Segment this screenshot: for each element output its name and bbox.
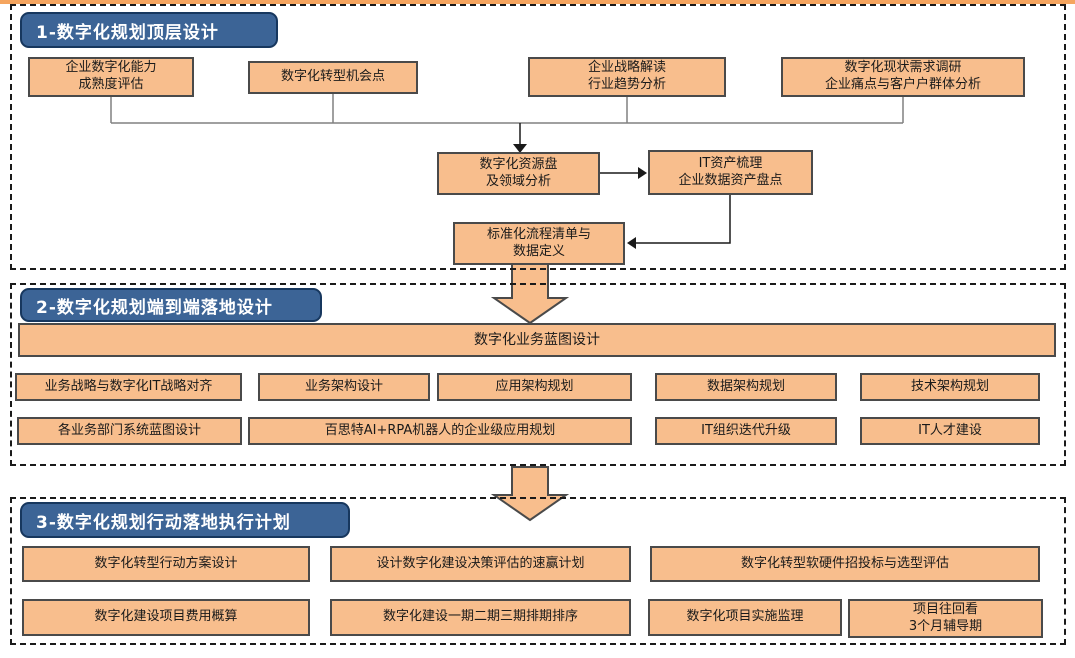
section-2-title: 2-数字化规划端到端落地设计 — [36, 297, 273, 318]
node-ai-rpa-enterprise-planning: 百思特AI+RPA机器人的企业级应用规划 — [248, 417, 632, 445]
node-implementation-supervision: 数字化项目实施监理 — [648, 599, 842, 636]
node-bidding-selection-evaluation: 数字化转型软硬件招投标与选型评估 — [650, 546, 1040, 582]
node-it-asset-review: IT资产梳理 企业数据资产盘点 — [648, 150, 813, 195]
banner-business-blueprint: 数字化业务蓝图设计 — [18, 323, 1056, 357]
section-1-title: 1-数字化规划顶层设计 — [36, 22, 219, 43]
down-block-arrow-2 — [490, 466, 570, 522]
section-2-title-badge: 2-数字化规划端到端落地设计 — [20, 288, 322, 322]
node-it-org-upgrade: IT组织迭代升级 — [655, 417, 837, 445]
section-3-panel — [10, 497, 1066, 645]
node-project-review-coaching: 项目往回看 3个月辅导期 — [848, 599, 1043, 638]
node-current-state-research: 数字化现状需求调研 企业痛点与客户户群体分析 — [781, 57, 1025, 97]
node-transformation-opportunities: 数字化转型机会点 — [248, 61, 418, 94]
top-orange-strip — [0, 0, 1075, 4]
node-phase-scheduling: 数字化建设一期二期三期排期排序 — [330, 599, 631, 636]
node-digital-resource-inventory: 数字化资源盘 及领域分析 — [437, 152, 600, 195]
node-capability-maturity: 企业数字化能力 成熟度评估 — [28, 57, 194, 97]
node-data-architecture: 数据架构规划 — [655, 373, 837, 401]
node-business-architecture: 业务架构设计 — [258, 373, 430, 401]
node-action-plan-design: 数字化转型行动方案设计 — [22, 546, 310, 582]
node-application-architecture: 应用架构规划 — [437, 373, 632, 401]
section-3-title: 3-数字化规划行动落地执行计划 — [36, 512, 291, 533]
node-strategy-interpretation: 企业战略解读 行业趋势分析 — [528, 57, 726, 97]
node-project-cost-estimate: 数字化建设项目费用概算 — [22, 599, 310, 636]
node-tech-architecture: 技术架构规划 — [860, 373, 1040, 401]
node-it-talent: IT人才建设 — [860, 417, 1040, 445]
section-2-panel — [10, 283, 1066, 466]
section-1-panel — [10, 4, 1066, 270]
section-1-title-badge: 1-数字化规划顶层设计 — [20, 12, 278, 48]
section-3-title-badge: 3-数字化规划行动落地执行计划 — [20, 502, 350, 538]
node-quick-win-plan: 设计数字化建设决策评估的速赢计划 — [330, 546, 631, 582]
node-standard-process-list: 标准化流程清单与 数据定义 — [453, 222, 625, 265]
node-biz-it-strategy-alignment: 业务战略与数字化IT战略对齐 — [15, 373, 242, 401]
node-dept-system-blueprint: 各业务部门系统蓝图设计 — [17, 417, 242, 445]
